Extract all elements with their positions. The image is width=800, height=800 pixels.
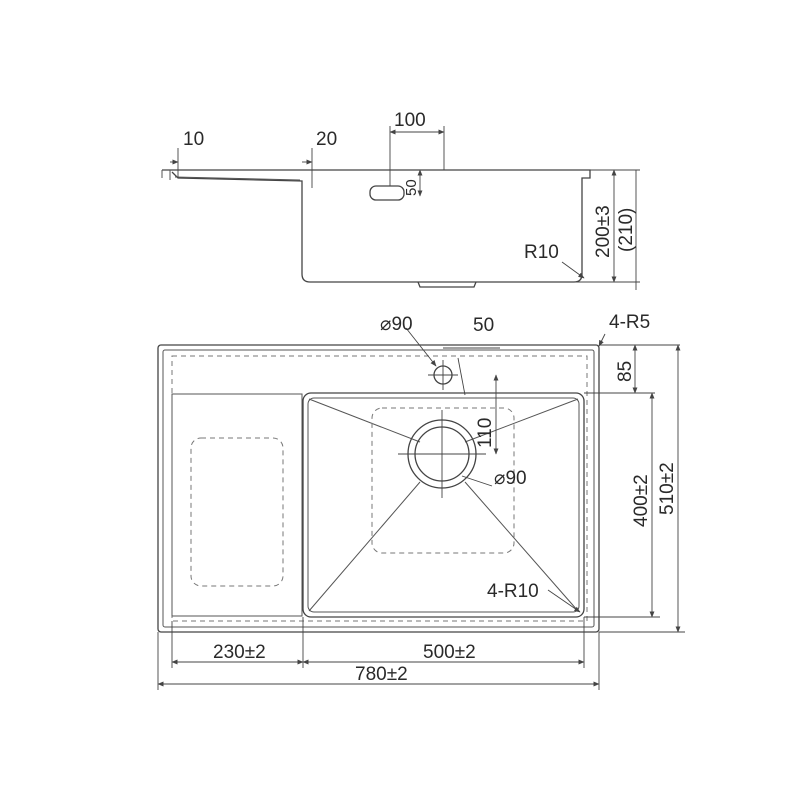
bowl-inner: [307, 397, 580, 613]
drain-centerlines: [398, 410, 486, 498]
dim-back-margin-label: 85: [615, 361, 636, 382]
dim-bowl-width-label: 500±2: [423, 642, 476, 663]
bowl-grid-tray: [371, 407, 515, 554]
top-outer-frame: [157, 344, 600, 633]
tap-hole-centerlines: [428, 360, 458, 390]
top-inner-frame: [162, 349, 595, 628]
side-view: 10 20 100 50 200±3 (210) R10: [161, 110, 640, 290]
dim-drainboard-width-label: 230±2: [213, 642, 266, 663]
dim-total-depth-label: 510±2: [657, 462, 678, 515]
dim-corner-radius-label: 4-R5: [609, 312, 650, 333]
side-overflow-slot: [369, 185, 405, 201]
dim-drain-offset-label: 110: [475, 418, 496, 448]
bowl-slope-lines: [308, 398, 579, 612]
bowl-outline: [302, 392, 585, 618]
side-drain-outlet: [417, 281, 477, 288]
top-view: ⌀90 50 4-R5 85 110 ⌀90 400±2 510±2 4-R10: [157, 312, 685, 690]
drainboard-pad: [190, 437, 284, 587]
dim-r10-label: R10: [524, 242, 559, 263]
dim-100-label: 100: [394, 110, 426, 131]
side-left-lip: [161, 170, 171, 180]
side-drainboard-edge: [174, 176, 301, 181]
dim-bowl-depth-label: 400±2: [631, 474, 652, 527]
dim-10-label: 10: [183, 129, 204, 150]
dim-height-label: 200±3: [593, 205, 614, 258]
dim-drain-label: ⌀90: [494, 468, 527, 489]
dim-total-width-label: 780±2: [355, 664, 408, 685]
dim-50-label: 50: [403, 179, 420, 196]
dim-bowl-radius-label: 4-R10: [487, 581, 539, 602]
dim-tap-hole-label: ⌀90: [380, 314, 413, 335]
drainboard-surface: [171, 393, 303, 617]
dim-height-ref-label: (210): [616, 208, 637, 252]
dim-tap-offset-label: 50: [473, 315, 494, 336]
side-rim: [162, 169, 591, 283]
dim-20-label: 20: [316, 129, 337, 150]
